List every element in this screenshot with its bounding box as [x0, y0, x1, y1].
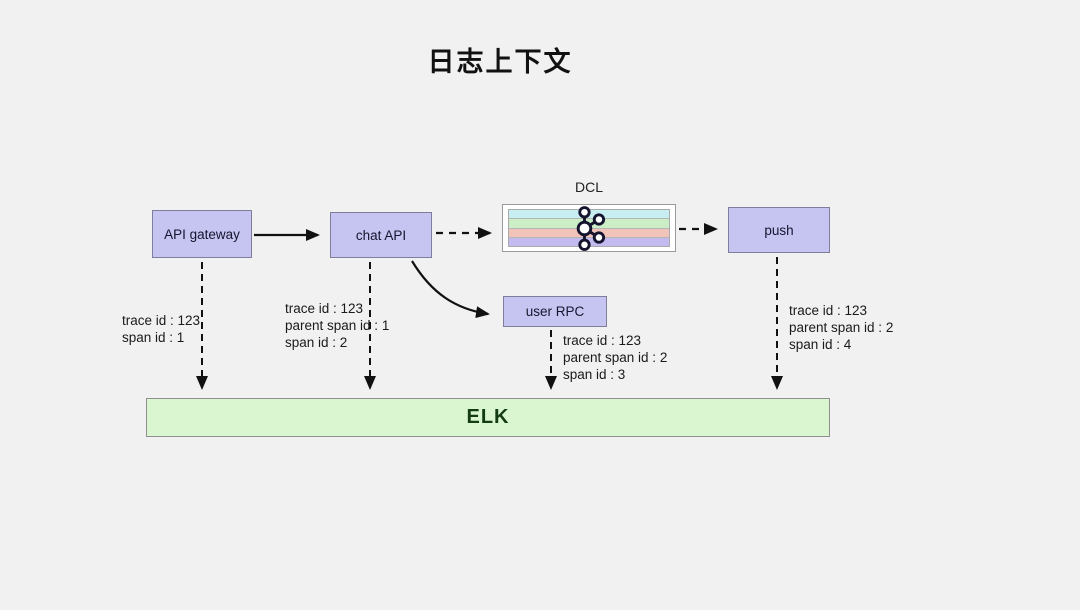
node-chat-api: chat API — [330, 212, 432, 258]
annotation-user-rpc: trace id : 123 parent span id : 2 span i… — [563, 332, 667, 383]
node-api-gateway-label: API gateway — [164, 226, 240, 242]
node-chat-api-label: chat API — [355, 227, 407, 243]
arrow-chatapi-to-userrpc — [411, 260, 490, 319]
node-push-label: push — [764, 222, 794, 238]
annotation-line: trace id : 123 — [789, 303, 868, 318]
annotation-line: trace id : 123 — [285, 301, 364, 316]
annotation-line: parent span id : 2 — [563, 350, 668, 365]
elk-label: ELK — [466, 406, 510, 428]
node-user-rpc-label: user RPC — [525, 304, 585, 319]
annotation-line: parent span id : 1 — [285, 318, 390, 333]
node-push: push — [728, 207, 830, 253]
annotation-line: parent span id : 2 — [789, 320, 894, 335]
annotation-line: trace id : 123 — [122, 313, 201, 328]
annotation-chat-api: trace id : 123 parent span id : 1 span i… — [285, 300, 389, 351]
annotation-line: span id : 2 — [285, 335, 348, 350]
node-api-gateway: API gateway — [152, 210, 252, 258]
annotation-push: trace id : 123 parent span id : 2 span i… — [789, 302, 893, 353]
dcl-label: DCL — [574, 179, 603, 195]
page-title: 日志上下文 — [427, 47, 573, 77]
annotation-line: span id : 4 — [789, 337, 852, 352]
node-user-rpc: user RPC — [503, 296, 607, 327]
kafka-icon — [576, 206, 606, 251]
annotation-line: trace id : 123 — [563, 333, 642, 348]
annotation-api-gateway: trace id : 123 span id : 1 — [122, 312, 200, 346]
elk-bar: ELK — [146, 398, 830, 437]
annotation-line: span id : 3 — [563, 367, 626, 382]
annotation-line: span id : 1 — [122, 330, 185, 345]
